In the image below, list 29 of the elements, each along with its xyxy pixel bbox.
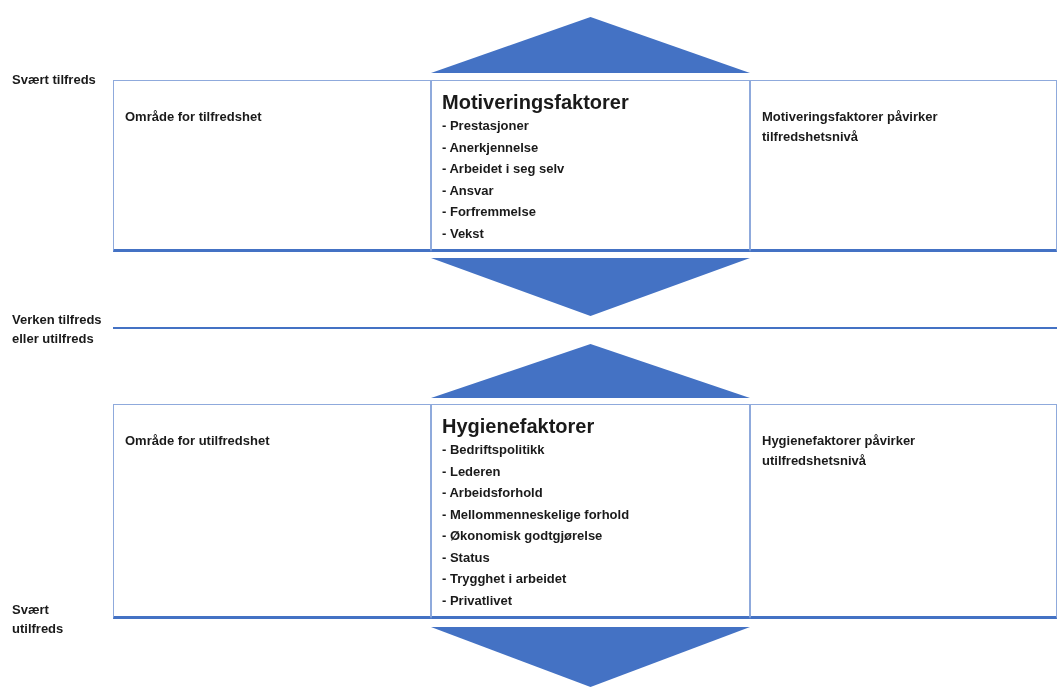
factor-item: - Ansvar bbox=[442, 181, 494, 200]
factor-item: - Lederen bbox=[442, 462, 501, 481]
factor-item: - Arbeidsforhold bbox=[442, 484, 543, 502]
factor-box bbox=[431, 404, 750, 619]
scale-label: Verken tilfreds eller utilfreds bbox=[12, 311, 103, 348]
factor-item: - Forfremmelse bbox=[442, 203, 536, 221]
factor-item: - Økonomisk godtgjørelse bbox=[442, 527, 603, 545]
factor-item: - Status bbox=[442, 548, 490, 567]
factor-item: - Vekst bbox=[442, 224, 484, 243]
factor-heading: Motiveringsfaktorer bbox=[442, 90, 629, 115]
area-text: Område for tilfredshet bbox=[125, 108, 262, 126]
area-box bbox=[750, 404, 1057, 619]
factor-item: - Trygghet i arbeidet bbox=[442, 570, 567, 588]
area-box bbox=[113, 80, 431, 252]
factor-item: - Arbeidet i seg selv bbox=[442, 160, 565, 178]
factor-item: - Prestasjoner bbox=[442, 117, 529, 135]
factor-item: - Anerkjennelse bbox=[442, 138, 539, 157]
factor-item: - Mellommenneskelige forhold bbox=[442, 505, 630, 524]
area-text: Hygienefaktorer påvirker utilfredshetsnivå bbox=[762, 432, 917, 470]
area-box bbox=[750, 80, 1057, 252]
scale-label: Svært utilfreds bbox=[12, 601, 65, 638]
scale-label: Svært tilfreds bbox=[12, 71, 97, 89]
factor-box bbox=[431, 80, 750, 252]
factor-heading: Hygienefaktorer bbox=[442, 414, 595, 439]
factor-item: - Bedriftspolitikk bbox=[442, 441, 545, 459]
area-text: Område for utilfredshet bbox=[125, 432, 270, 450]
area-text: Motiveringsfaktorer påvirker tilfredshetsnivå bbox=[762, 108, 939, 146]
factor-item: - Privatlivet bbox=[442, 591, 513, 610]
area-box bbox=[113, 404, 431, 619]
